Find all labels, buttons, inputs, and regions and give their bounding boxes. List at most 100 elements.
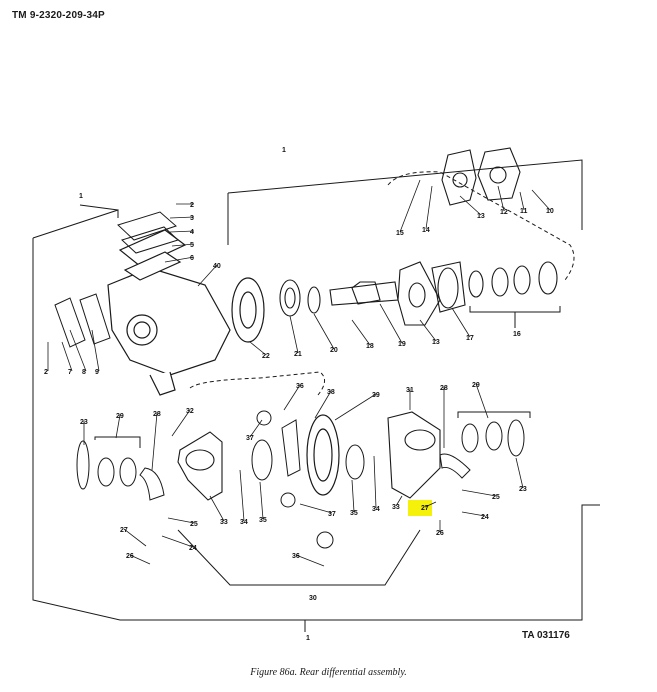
spider-gears-37 (256, 410, 334, 549)
leader-line (461, 489, 497, 497)
leader-line (239, 469, 245, 522)
leader-line (419, 319, 437, 342)
callout-24: 24 (189, 545, 197, 552)
bearing-cage-13 (397, 261, 441, 326)
leader-line (351, 319, 371, 346)
callout-2: 2 (190, 202, 194, 209)
flange-yoke (441, 147, 521, 206)
callout-33: 33 (392, 504, 400, 511)
bearing-21 (279, 279, 301, 317)
leader-line (459, 195, 482, 216)
differential-housing (107, 229, 231, 396)
cage-17 (431, 261, 466, 313)
bracket-left-1 (32, 209, 119, 239)
dashed-loop-mid (189, 371, 325, 396)
side-gear-35 (251, 439, 365, 481)
leader-line (161, 535, 194, 548)
leader-line (167, 517, 195, 524)
callout-1: 1 (306, 635, 310, 642)
callout-18: 18 (366, 343, 374, 350)
leader-line (395, 495, 403, 507)
callout-5: 5 (190, 242, 194, 249)
diff-case-left-33 (177, 431, 223, 501)
callout-12: 12 (500, 209, 508, 216)
bearing-caps-28 (139, 453, 471, 501)
callout-10: 10 (546, 208, 554, 215)
leader-line (249, 341, 267, 356)
leader-line (497, 185, 505, 212)
leader-line (351, 479, 355, 513)
callout-26: 26 (436, 530, 444, 537)
leader-line (164, 256, 195, 263)
leader-line (399, 179, 421, 233)
callout-35: 35 (350, 510, 358, 517)
callout-30: 30 (309, 595, 317, 602)
callout-23: 23 (519, 486, 527, 493)
callout-16: 16 (513, 331, 521, 338)
leader-line (129, 554, 151, 565)
callout-19: 19 (398, 341, 406, 348)
leader-line (515, 457, 524, 489)
spider-shaft-38 (281, 419, 301, 477)
callout-31: 31 (406, 387, 414, 394)
bearings-16 (468, 261, 558, 298)
ta-number: TA 031176 (522, 630, 570, 641)
callout-3: 3 (190, 215, 194, 222)
leader-line (424, 501, 437, 508)
callout-7: 7 (68, 369, 72, 376)
callout-29: 29 (116, 413, 124, 420)
callout-11: 11 (520, 208, 528, 215)
side-plate (54, 293, 111, 348)
callout-17: 17 (466, 335, 474, 342)
bracket-29-right (457, 411, 531, 418)
callout-34: 34 (240, 519, 248, 526)
callout-24: 24 (481, 514, 489, 521)
callout-27: 27 (120, 527, 128, 534)
bracket-16 (469, 306, 561, 313)
leader-line (379, 303, 403, 344)
leader-line (171, 409, 191, 437)
callout-37: 37 (328, 511, 336, 518)
leader-line (283, 384, 301, 411)
callout-9: 9 (95, 369, 99, 376)
callout-40: 40 (213, 263, 221, 270)
leader-line (249, 419, 263, 438)
leader-line (115, 414, 121, 439)
figure-caption: Figure 86a. Rear differential assembly. (250, 667, 407, 678)
leader-line (171, 243, 195, 247)
callout-27: 27 (421, 505, 429, 512)
leader-line (334, 393, 377, 421)
bracket-main-1 (32, 238, 600, 621)
callout-22: 22 (262, 353, 270, 360)
callout-2: 2 (44, 369, 48, 376)
callout-8: 8 (82, 369, 86, 376)
callout-29: 29 (472, 382, 480, 389)
callout-35: 35 (259, 517, 267, 524)
bearings-29-left (76, 440, 137, 490)
leader-line (519, 191, 525, 211)
leader-line (295, 554, 325, 567)
callout-26: 26 (126, 553, 134, 560)
ring-gear-39 (306, 414, 340, 496)
leader-line (91, 329, 100, 372)
callout-28: 28 (440, 385, 448, 392)
callout-37: 37 (246, 435, 254, 442)
leader-line (169, 216, 195, 219)
document-id: TM 9-2320-209-34P (12, 10, 105, 21)
leader-line (373, 455, 377, 509)
leader-line (209, 495, 225, 522)
callout-1: 1 (79, 193, 83, 200)
callout-32: 32 (186, 408, 194, 415)
callout-23: 23 (80, 419, 88, 426)
pinion-shaft (329, 281, 399, 306)
callout-36: 36 (292, 553, 300, 560)
callout-13: 13 (477, 213, 485, 220)
callout-38: 38 (327, 389, 335, 396)
leader-line (314, 390, 332, 419)
bracket-right-1 (227, 159, 583, 230)
diff-case-right-33 (387, 411, 441, 499)
bracket-30 (177, 529, 421, 586)
callout-33: 33 (220, 519, 228, 526)
